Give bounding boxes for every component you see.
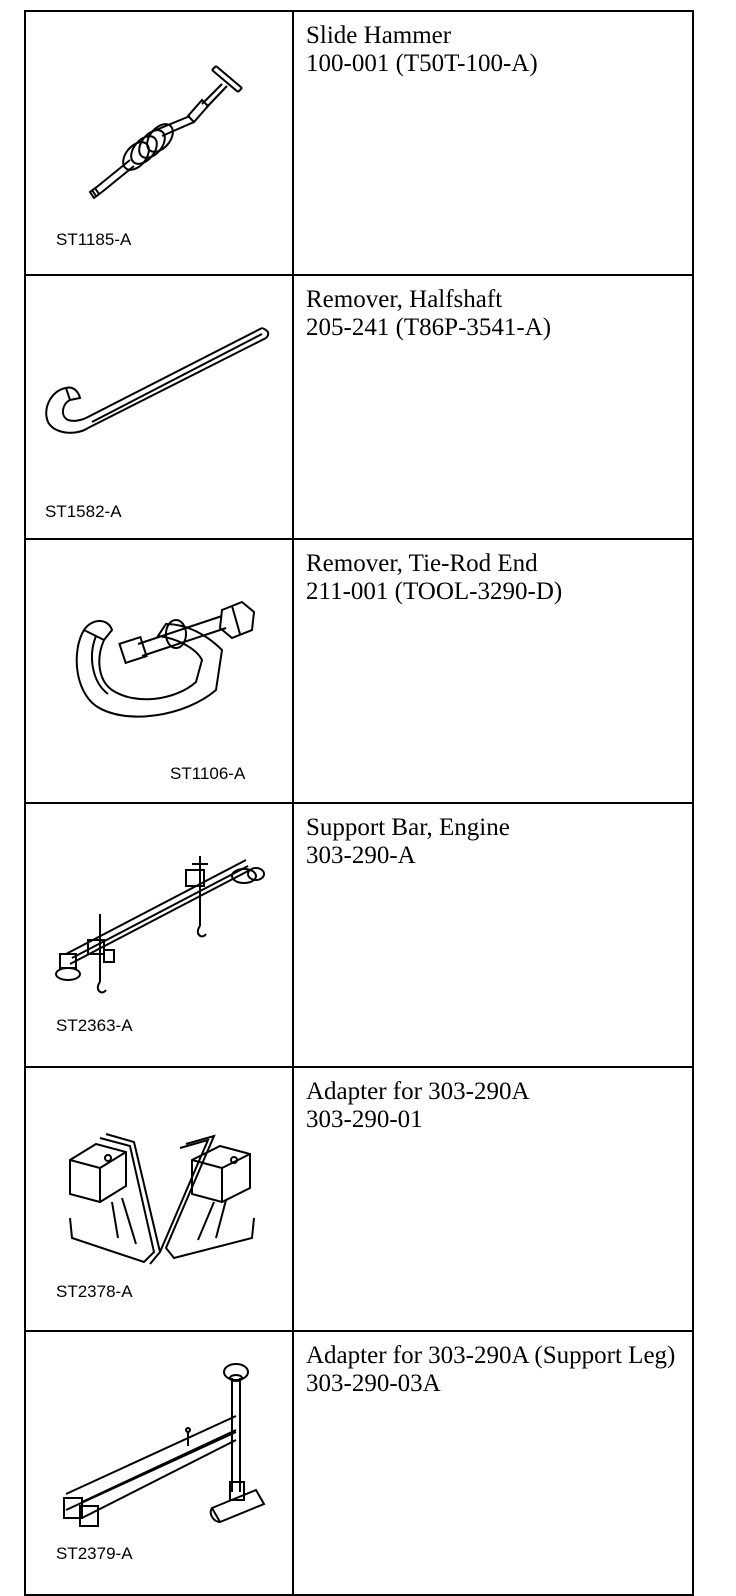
- tool-name: Remover, Tie-Rod End: [306, 550, 538, 577]
- figure-label: ST2378-A: [56, 1282, 133, 1301]
- tool-number: 303-290-01: [306, 1106, 423, 1133]
- tool-description-cell: Remover, Tie-Rod End 211-001 (TOOL-3290-…: [292, 538, 694, 804]
- tool-illustration-cell: ST1582-A: [24, 274, 294, 540]
- tool-number: 303-290-A: [306, 842, 416, 869]
- tie-rod-remover-icon: [75, 600, 256, 718]
- tool-row: ST2379-A Adapter for 303-290A (Support L…: [24, 1330, 694, 1596]
- tool-row: ST1582-A Remover, Halfshaft 205-241 (T86…: [24, 274, 694, 540]
- adapter-brackets-icon: [69, 1133, 255, 1265]
- tool-name: Support Bar, Engine: [306, 814, 510, 841]
- tool-name: Adapter for 303-290A (Support Leg): [306, 1342, 676, 1369]
- tool-illustration-cell: ST2378-A: [24, 1066, 294, 1332]
- tool-number: 303-290-03A: [306, 1370, 441, 1397]
- tool-illustration-cell: ST2379-A: [24, 1330, 294, 1596]
- tool-number: 100-001 (T50T-100-A): [306, 50, 538, 77]
- tool-description-cell: Adapter for 303-290A (Support Leg) 303-2…: [292, 1330, 694, 1596]
- tool-number: 205-241 (T86P-3541-A): [306, 314, 552, 341]
- tool-illustration-cell: ST2363-A: [24, 802, 294, 1068]
- tool-number: 211-001 (TOOL-3290-D): [306, 578, 563, 605]
- tool-row: ST2378-A Adapter for 303-290A 303-290-01: [24, 1066, 694, 1332]
- tool-name: Slide Hammer: [306, 22, 452, 49]
- tool-name: Adapter for 303-290A: [306, 1078, 530, 1105]
- figure-label: ST2379-A: [56, 1544, 133, 1563]
- tool-description-cell: Support Bar, Engine 303-290-A: [292, 802, 694, 1068]
- special-tools-table: ST1185-A Slide Hammer 100-001 (T50T-100-…: [24, 10, 694, 1596]
- figure-label: ST1185-A: [56, 230, 132, 249]
- halfshaft-remover-icon: [45, 327, 270, 434]
- tool-description-cell: Adapter for 303-290A 303-290-01: [292, 1066, 694, 1332]
- figure-label: ST2363-A: [56, 1016, 133, 1035]
- engine-support-bar-icon: [55, 856, 265, 994]
- tool-description-cell: Remover, Halfshaft 205-241 (T86P-3541-A): [292, 274, 694, 540]
- tool-illustration-cell: ST1185-A: [24, 10, 294, 276]
- figure-label: ST1582-A: [45, 502, 122, 521]
- figure-label: ST1106-A: [170, 764, 246, 783]
- tool-row: ST1185-A Slide Hammer 100-001 (T50T-100-…: [24, 10, 694, 276]
- slide-hammer-icon: [88, 65, 243, 200]
- tool-description-cell: Slide Hammer 100-001 (T50T-100-A): [292, 10, 694, 276]
- support-leg-icon: [63, 1363, 266, 1527]
- tool-row: ST1106-A Remover, Tie-Rod End 211-001 (T…: [24, 538, 694, 804]
- tool-illustration-cell: ST1106-A: [24, 538, 294, 804]
- tool-row: ST2363-A Support Bar, Engine 303-290-A: [24, 802, 694, 1068]
- tool-name: Remover, Halfshaft: [306, 286, 503, 313]
